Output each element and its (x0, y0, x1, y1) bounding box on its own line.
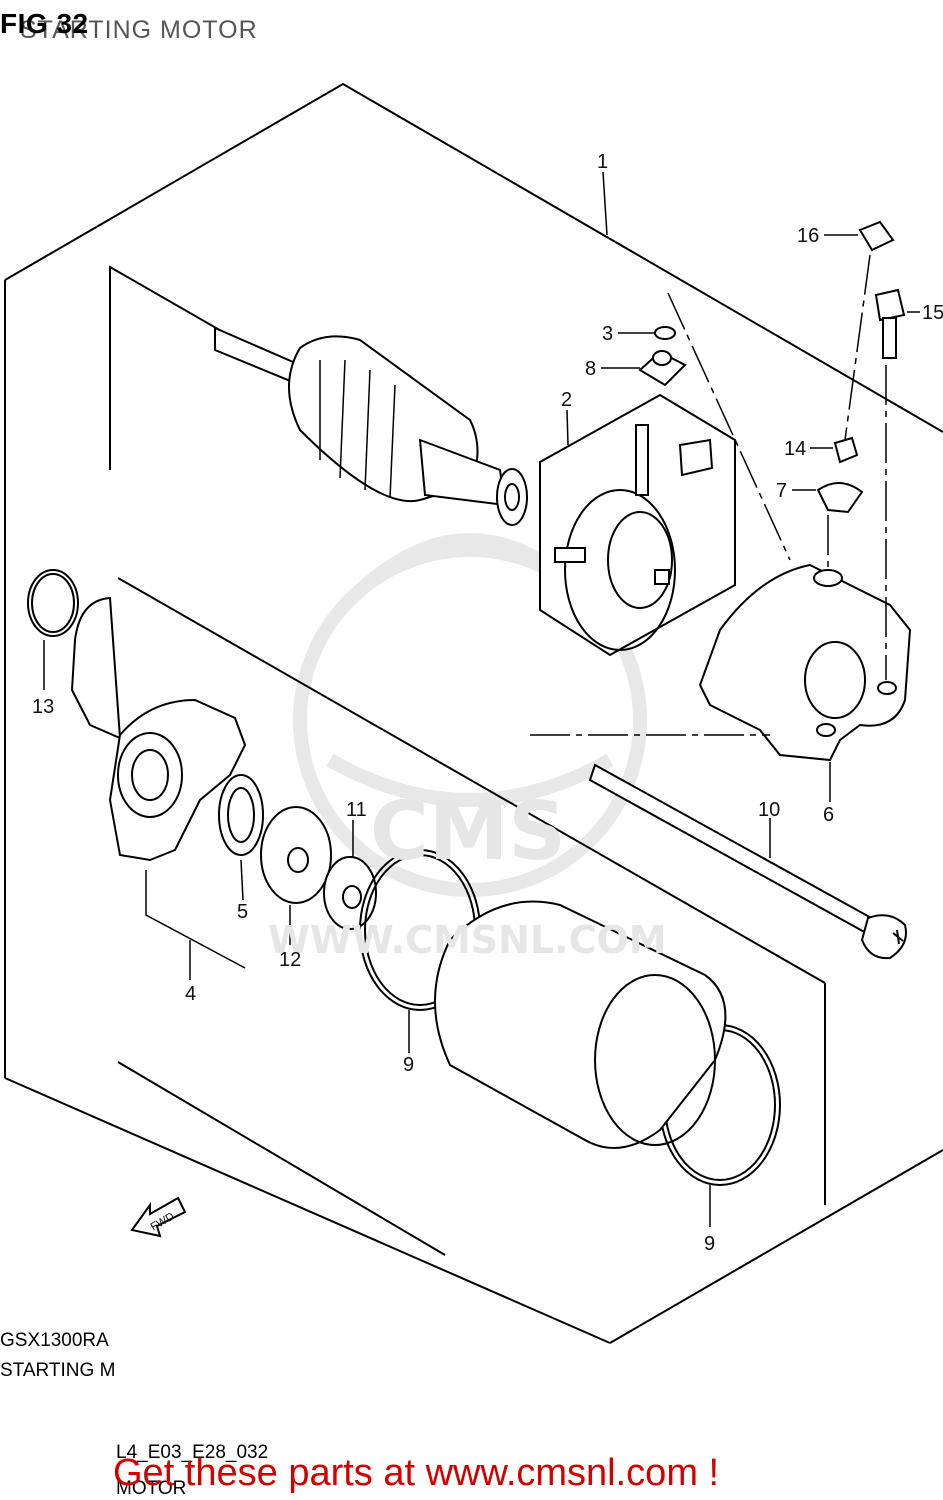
outer-frame (4, 82, 943, 1344)
model-name: GSX1300RA (0, 1330, 109, 1351)
watermark-brand: CMS (370, 785, 566, 878)
callout-label: 10 (758, 799, 781, 821)
brush-holder (539, 393, 736, 657)
callout-label: 16 (797, 225, 820, 247)
nut-16 (858, 220, 895, 252)
callout-label: 14 (784, 438, 807, 460)
through-bolt (588, 763, 907, 960)
callout-label: 9 (403, 1054, 415, 1076)
diagram-code: L4_E03_E28_032 (116, 1442, 269, 1463)
inner-frame (109, 265, 826, 1256)
callout-label: 5 (237, 901, 249, 923)
callout-label: 7 (776, 480, 788, 502)
callout-label: 2 (561, 389, 573, 411)
callout-label: 15 (922, 302, 943, 324)
bolt-shank-15 (882, 317, 897, 359)
callout-label: 12 (279, 949, 302, 971)
section-name: STARTING M (0, 1360, 116, 1381)
callout-label: 8 (585, 358, 597, 380)
front-housing (70, 596, 247, 862)
callout-label: 4 (185, 983, 197, 1005)
figure-number: FIG 32 (0, 8, 89, 39)
yoke (434, 900, 727, 1149)
leader-lines (43, 171, 920, 1227)
diagram-code-sub: MOTOR (116, 1478, 187, 1499)
o-ring-3 (654, 326, 676, 340)
callout-label: 13 (32, 696, 55, 718)
end-cover (698, 563, 912, 762)
watermark-url: WWW.CMSNL.COM (268, 918, 667, 962)
fwd-arrow-icon (130, 1196, 187, 1238)
callout-label: 9 (704, 1233, 716, 1255)
figure-subtitle: STARTING MOTOR (20, 16, 258, 44)
callout-label: 11 (346, 799, 367, 821)
nut-14 (833, 436, 859, 464)
o-ring-13 (27, 569, 79, 637)
callout-label: 1 (597, 151, 609, 173)
armature (214, 326, 528, 526)
bolt-head-15 (874, 288, 906, 322)
promo-banner[interactable]: Get these parts at www.cmsnl.com ! (113, 1452, 720, 1494)
callout-label: 3 (602, 323, 614, 345)
insulator-7 (816, 482, 864, 514)
callout-label: 6 (823, 804, 835, 826)
